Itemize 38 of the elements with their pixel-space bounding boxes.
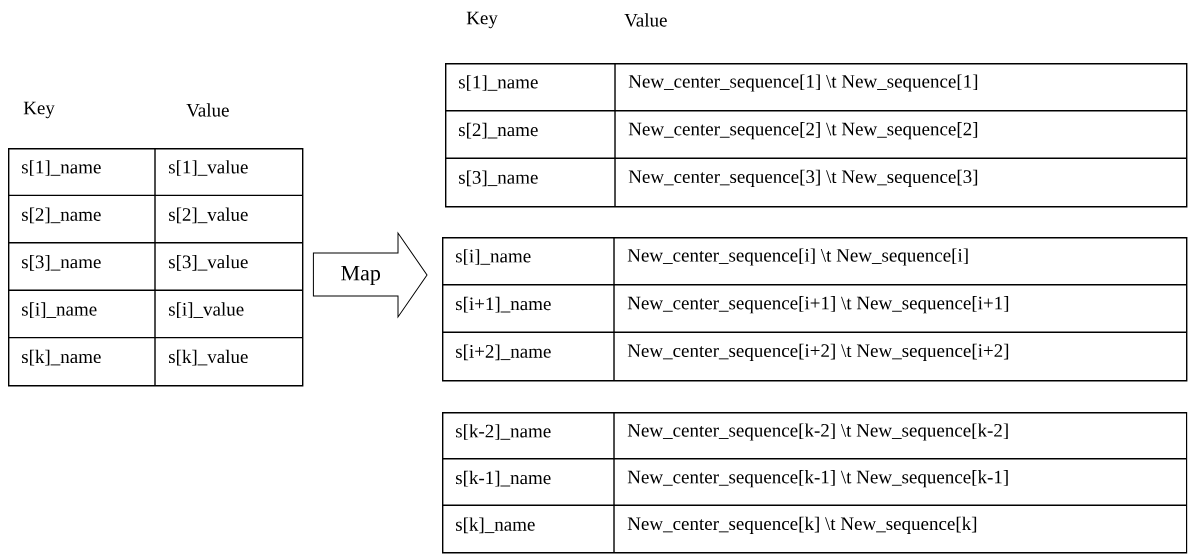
table-cell: New_center_sequence[3] \t New_sequence[3] [628, 169, 978, 187]
block-arrow [312, 232, 428, 318]
column-heading: Key [466, 11, 498, 29]
table-cell: s[k-1]_name [456, 470, 551, 487]
table-cell: s[1]_name [22, 160, 101, 176]
table-cell: New_center_sequence[k-1] \t New_sequence[k-1] [627, 470, 1008, 488]
table-cell: New_center_sequence[i] \t New_sequence[i] [627, 248, 968, 266]
table-cell: New_center_sequence[i+1] \t New_sequence[i+1] [627, 296, 1009, 314]
table-cell: s[k-2]_name [456, 424, 551, 440]
table-cell: s[2]_name [22, 207, 101, 224]
column-heading: Value [624, 13, 667, 27]
table-cell: s[i+1]_name [456, 296, 551, 313]
table-cell: New_center_sequence[k] \t New_sequence[k] [627, 516, 977, 534]
table-cell: s[1]_value [169, 160, 248, 176]
table [441, 236, 1188, 382]
table-cell: s[3]_value [169, 254, 248, 271]
edge-label: Map [341, 265, 380, 286]
table-cell: New_center_sequence[i+2] \t New_sequence[i+2] [627, 343, 1009, 361]
table-cell: s[k]_name [22, 349, 101, 366]
table [441, 411, 1188, 554]
table-cell: s[i]_name [22, 302, 97, 319]
table-cell: s[2]_name [459, 122, 538, 139]
table-cell: s[k]_value [169, 349, 248, 366]
table [444, 62, 1188, 208]
table-cell: s[3]_name [22, 254, 101, 271]
column-heading: Key [23, 101, 55, 119]
table [7, 147, 304, 387]
table-cell: s[3]_name [459, 170, 538, 187]
table-cell: New_center_sequence[2] \t New_sequence[2] [628, 122, 978, 140]
table-cell: s[1]_name [459, 75, 538, 91]
table-cell: s[i+2]_name [456, 344, 551, 361]
table-cell: New_center_sequence[k-2] \t New_sequence[k-2] [627, 423, 1008, 441]
table-cell: s[i]_value [169, 302, 244, 319]
table-cell: New_center_sequence[1] \t New_sequence[1] [628, 74, 978, 92]
table-cell: s[k]_name [456, 517, 535, 534]
column-heading: Value [186, 103, 229, 117]
table-cell: s[2]_value [169, 207, 248, 224]
table-cell: s[i]_name [456, 249, 531, 265]
